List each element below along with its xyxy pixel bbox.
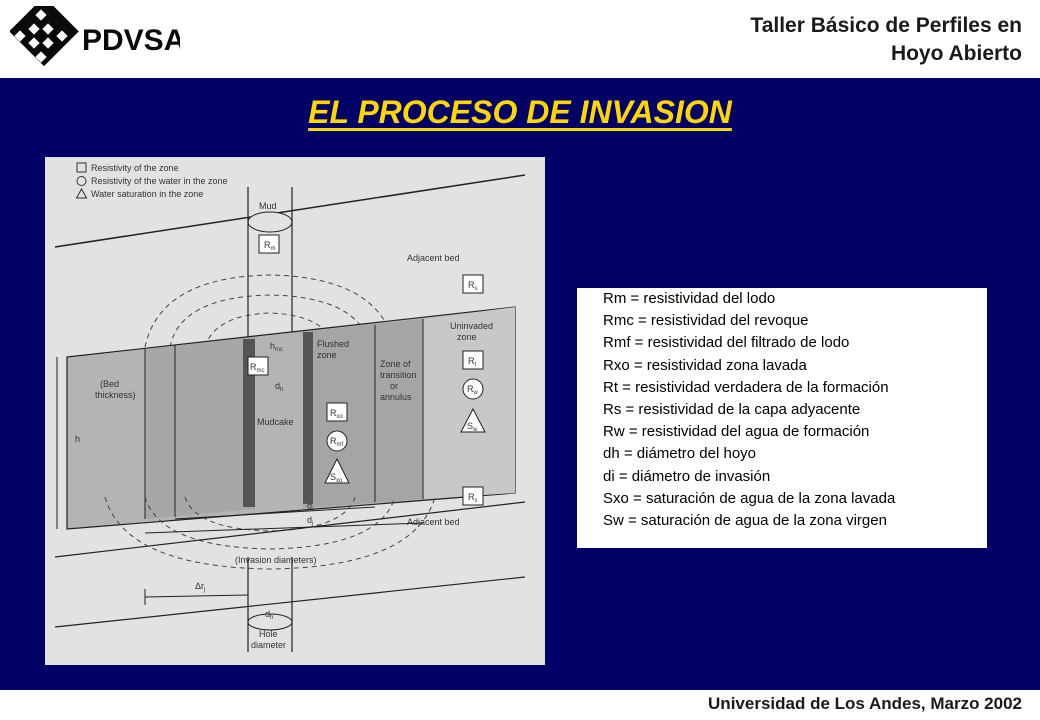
legend-zone-resistivity: Resistivity of the zone: [91, 163, 179, 173]
label-uninvaded-2: zone: [457, 332, 477, 342]
svg-text:Rm: Rm: [264, 240, 276, 252]
symbol-rs-bottom: [462, 486, 484, 506]
svg-text:dh: dh: [275, 381, 283, 393]
footer-text: Universidad de Los Andes, Marzo 2002: [708, 694, 1022, 713]
definitions-list: Rm = resistividad del lodo Rmc = resisti…: [603, 288, 895, 532]
definition-sxo: Sxo = saturación de agua de la zona lava…: [603, 489, 896, 507]
svg-text:Rmc: Rmc: [250, 362, 265, 374]
footer: Universidad de Los Andes, Marzo 2002: [0, 690, 1040, 720]
label-transition-1: Zone of: [380, 359, 411, 369]
label-hole-2: diameter: [251, 640, 286, 650]
label-adjacent-bed-bottom: Adjacent bed: [407, 517, 460, 527]
symbol-rmc: [247, 356, 269, 376]
svg-text:Rt: Rt: [468, 356, 477, 368]
svg-text:dj: dj: [307, 515, 313, 527]
svg-text:Δrj: Δrj: [195, 581, 205, 593]
square-legend-icon: [76, 162, 87, 173]
svg-text:Rxo: Rxo: [330, 408, 344, 420]
label-flushed-1: Flushed: [317, 339, 349, 349]
definition-rmc: Rmc = resistividad del revoque: [603, 312, 809, 330]
symbol-rt: [462, 350, 484, 370]
definition-sw: Sw = saturación de agua de la zona virge…: [603, 512, 887, 530]
svg-text:Sxo: Sxo: [330, 472, 343, 484]
slide-body: EL PROCESO DE INVASION Resistivity of th…: [0, 78, 1040, 690]
definition-rt: Rt = resistividad verdadera de la formac…: [603, 378, 889, 396]
logo-wordmark: PDVSA: [82, 24, 180, 57]
definition-rs: Rs = resistividad de la capa adyacente: [603, 401, 861, 419]
symbol-rw: [462, 378, 484, 400]
slide-title-text: EL PROCESO DE INVASION: [308, 94, 732, 130]
label-hole-1: Hole: [259, 629, 278, 639]
label-uninvaded-1: Uninvaded: [450, 321, 493, 331]
pdvsa-logo: PDVSA: [9, 0, 185, 67]
symbol-rxo: [326, 402, 348, 422]
definition-rm: Rm = resistividad del lodo: [603, 290, 776, 307]
svg-text:Rs: Rs: [468, 280, 478, 292]
course-title-line1: Taller Básico de Perfiles en: [750, 14, 1022, 37]
definition-rmf: Rmf = resistividad del filtrado de lodo: [603, 334, 850, 352]
definitions-panel: Rm = resistividad del lodo Rmc = resisti…: [577, 288, 987, 548]
svg-text:Rw: Rw: [467, 384, 479, 396]
label-flushed-2: zone: [317, 350, 337, 360]
symbol-rs-top: [462, 274, 484, 294]
label-mudcake: Mudcake: [257, 417, 294, 427]
label-bed-2: thickness): [95, 390, 136, 400]
legend-water-resistivity: Resistivity of the water in the zone: [91, 176, 228, 186]
label-invasion-diameters: (Invasion diameters): [235, 555, 317, 565]
definition-di: di = diámetro de invasión: [603, 467, 771, 485]
definition-rw: Rw = resistividad del agua de formación: [603, 423, 870, 441]
triangle-legend-icon: [75, 187, 88, 199]
invasion-diagram: Resistivity of the zone Resistivity of t…: [45, 157, 545, 665]
svg-text:hmc: hmc: [270, 341, 283, 353]
legend-water-saturation: Water saturation in the zone: [91, 189, 203, 199]
definition-rxo: Rxo = resistividad zona lavada: [603, 356, 807, 374]
symbol-rm: [258, 234, 280, 254]
label-mud: Mud: [259, 201, 277, 211]
label-transition-3: or: [390, 381, 398, 391]
svg-text:Rmf: Rmf: [330, 436, 343, 448]
label-transition-2: transition: [380, 370, 417, 380]
course-title: Taller Básico de Perfiles en Hoyo Abiert…: [750, 12, 1022, 68]
symbol-sxo: [324, 457, 350, 484]
symbol-rmf: [326, 430, 348, 452]
svg-text:dh: dh: [265, 609, 273, 621]
label-adjacent-bed-top: Adjacent bed: [407, 253, 460, 263]
course-title-line2: Hoyo Abierto: [890, 42, 1022, 65]
label-bed-1: (Bed: [100, 379, 119, 389]
circle-legend-icon: [76, 176, 87, 186]
slide-title: EL PROCESO DE INVASION: [0, 94, 1040, 131]
definition-dh: dh = diámetro del hoyo: [603, 445, 757, 463]
svg-text:di: di: [307, 501, 313, 513]
label-h: h: [75, 434, 80, 444]
svg-text:Sw: Sw: [467, 421, 478, 433]
header: PDVSA Taller Básico de Perfiles en Hoyo …: [0, 0, 1040, 78]
symbol-sw: [460, 407, 486, 433]
label-transition-4: annulus: [380, 392, 412, 402]
svg-text:Rs: Rs: [468, 492, 478, 504]
